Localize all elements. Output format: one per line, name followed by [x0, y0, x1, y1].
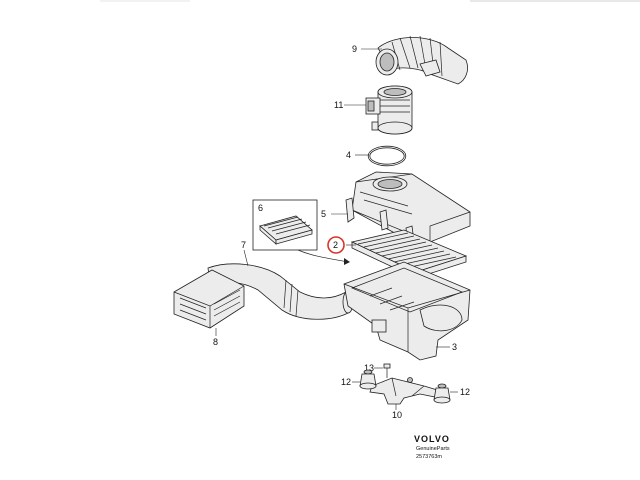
brand-subtitle: GenuineParts	[416, 446, 450, 452]
part-9-intake-hose	[361, 35, 468, 85]
callout-12-right: 12	[460, 387, 470, 397]
diagram-reference: 2573763m	[416, 454, 442, 460]
callout-6: 6	[258, 203, 263, 213]
callout-10: 10	[392, 410, 402, 420]
callout-2-highlight: 2	[327, 236, 345, 254]
part-2-air-filter	[346, 229, 468, 279]
part-4-seal-ring	[355, 145, 407, 167]
header-fragment	[100, 0, 640, 2]
part-10-mounting-bracket	[369, 377, 445, 410]
part-12-rubber-mount-left	[352, 369, 377, 390]
callout-13: 13	[364, 363, 374, 373]
footer-branding: VOLVO GenuineParts 2573763m	[414, 434, 450, 460]
part-13-screw	[374, 363, 391, 378]
callout-4: 4	[346, 150, 351, 160]
callout-8: 8	[213, 337, 218, 347]
part-12-rubber-mount-right	[433, 383, 458, 404]
callout-2: 2	[333, 240, 338, 250]
part-6-inset-box	[252, 199, 350, 265]
callout-3: 3	[452, 342, 457, 352]
brand-logo: VOLVO	[414, 434, 450, 444]
callout-12-left: 12	[341, 377, 351, 387]
part-3-lower-housing	[343, 261, 471, 361]
part-8-intake-scoop	[173, 269, 245, 336]
part-11-air-mass-meter	[344, 85, 413, 135]
callout-5: 5	[321, 209, 326, 219]
callout-9: 9	[352, 44, 357, 54]
callout-11: 11	[334, 100, 343, 110]
air-cleaner-upper-cover	[331, 171, 471, 245]
callout-7: 7	[241, 240, 246, 250]
